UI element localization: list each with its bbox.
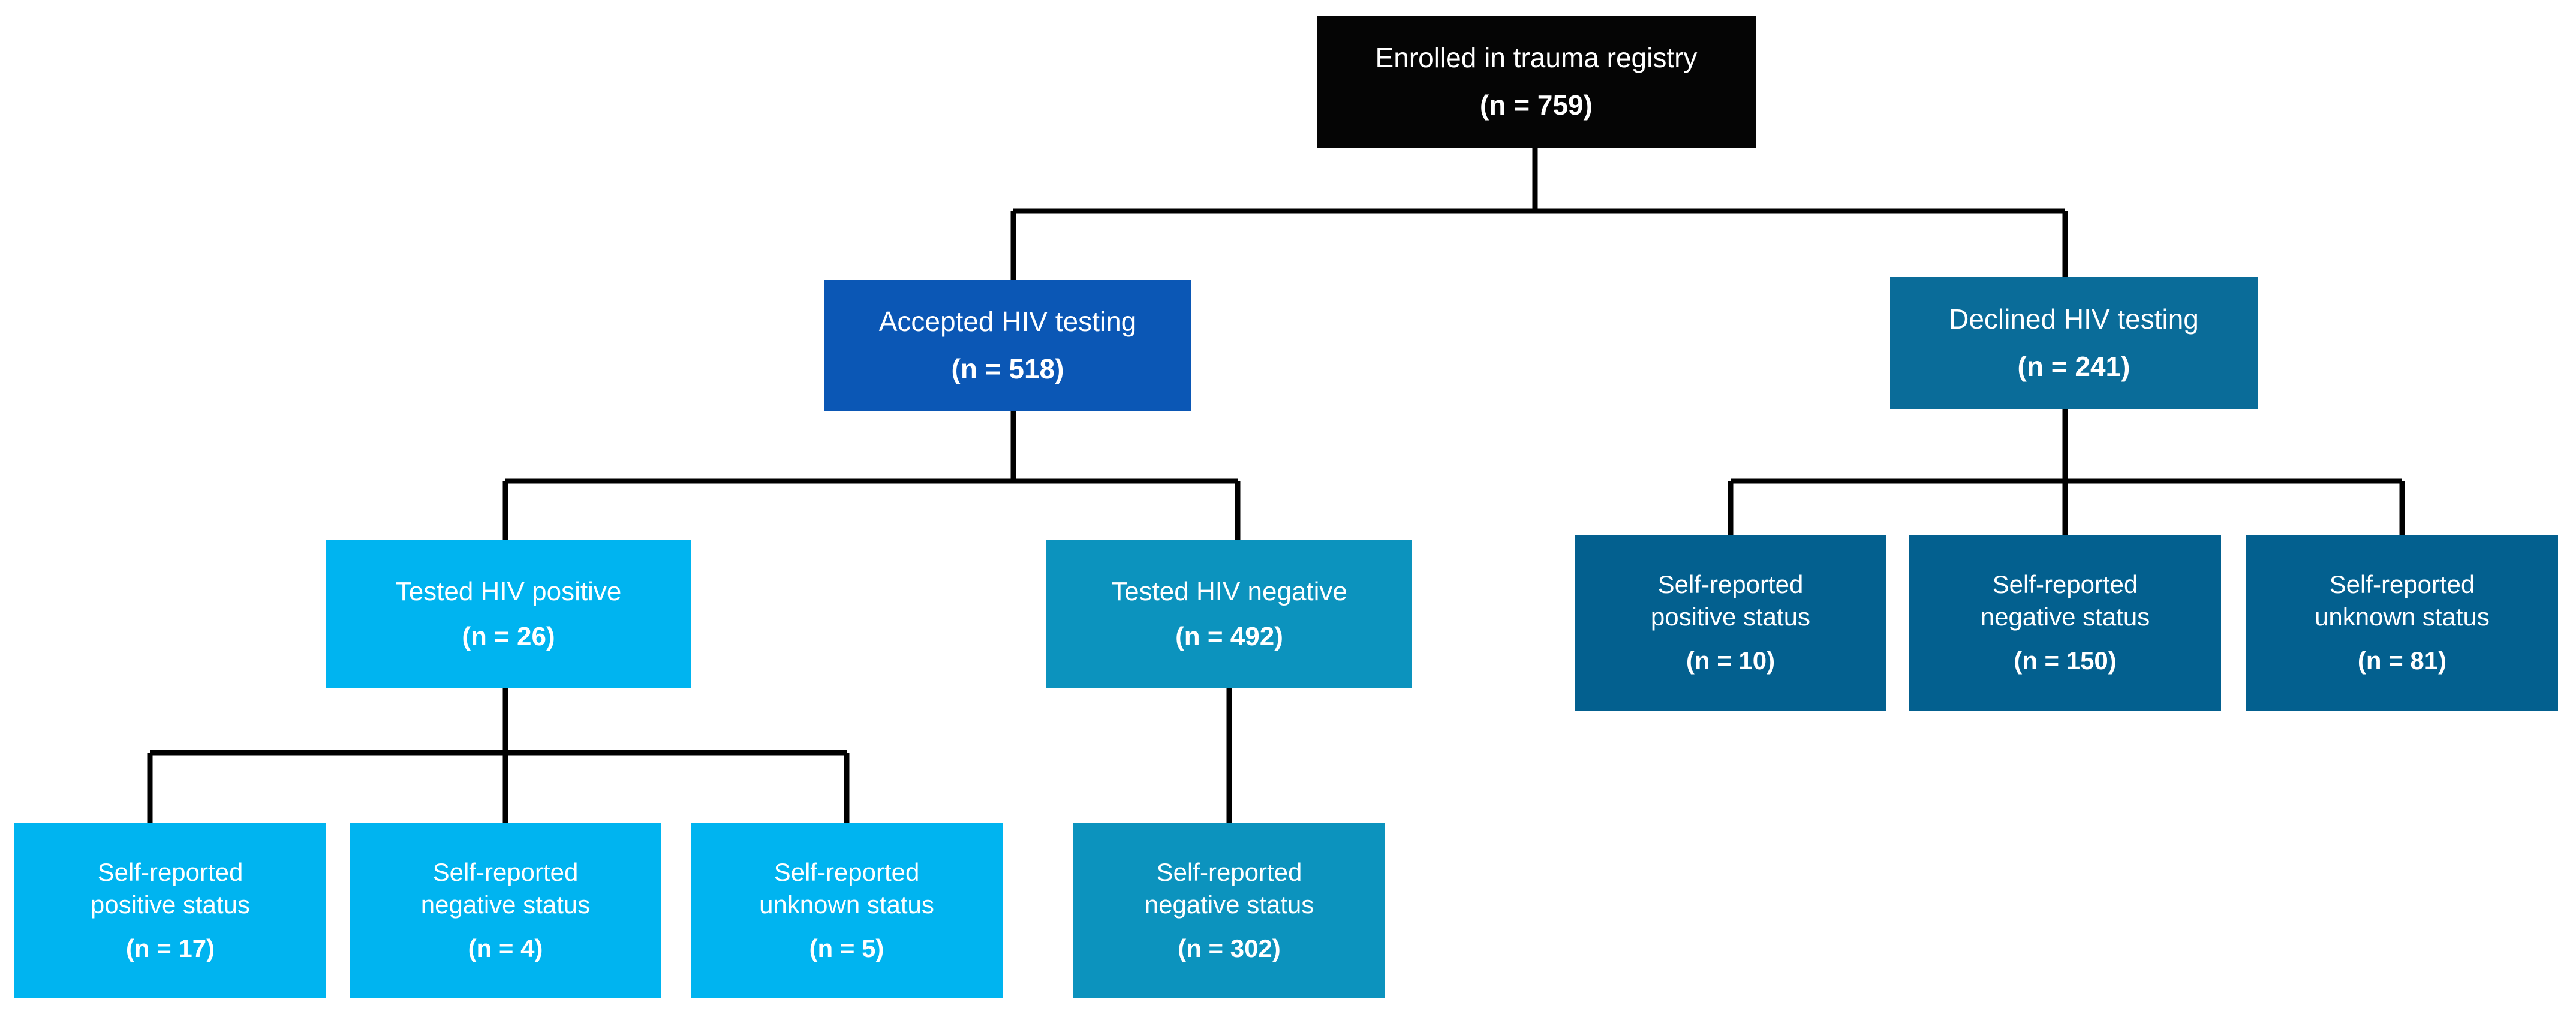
node-negative-self-negative-count: (n = 302) [1178, 934, 1281, 962]
node-declined-hiv-testing[interactable]: Declined HIV testing (n = 241) [1890, 277, 2258, 409]
node-positive-self-reported-negative[interactable]: Self-reported negative status (n = 4) [350, 823, 661, 998]
node-negative-self-reported-negative[interactable]: Self-reported negative status (n = 302) [1073, 823, 1385, 998]
node-declined-self-unknown-label: Self-reported unknown status [2315, 570, 2490, 631]
node-tested-hiv-negative[interactable]: Tested HIV negative (n = 492) [1046, 540, 1412, 688]
node-accepted-label: Accepted HIV testing [878, 306, 1137, 338]
node-positive-self-reported-unknown[interactable]: Self-reported unknown status (n = 5) [691, 823, 1003, 998]
node-tested-positive-count: (n = 26) [462, 622, 555, 652]
node-positive-self-negative-label: Self-reported negative status [420, 857, 591, 919]
node-declined-self-reported-unknown[interactable]: Self-reported unknown status (n = 81) [2246, 535, 2558, 711]
node-negative-self-negative-label: Self-reported negative status [1144, 857, 1314, 919]
node-accepted-count: (n = 518) [951, 353, 1064, 385]
node-tested-negative-label: Tested HIV negative [1111, 576, 1347, 606]
node-positive-self-negative-count: (n = 4) [468, 934, 543, 962]
node-tested-hiv-positive[interactable]: Tested HIV positive (n = 26) [326, 540, 691, 688]
node-root-label: Enrolled in trauma registry [1375, 42, 1698, 74]
node-declined-self-positive-label: Self-reported positive status [1650, 570, 1811, 631]
node-accepted-hiv-testing[interactable]: Accepted HIV testing (n = 518) [824, 280, 1191, 411]
node-declined-count: (n = 241) [2017, 350, 2130, 382]
node-positive-self-reported-positive[interactable]: Self-reported positive status (n = 17) [14, 823, 326, 998]
node-positive-self-positive-label: Self-reported positive status [90, 857, 251, 919]
node-declined-label: Declined HIV testing [1949, 303, 2199, 335]
node-declined-self-unknown-count: (n = 81) [2357, 646, 2447, 675]
node-root-count: (n = 759) [1480, 89, 1593, 121]
node-tested-negative-count: (n = 492) [1175, 622, 1283, 652]
node-positive-self-unknown-count: (n = 5) [809, 934, 884, 962]
node-positive-self-unknown-label: Self-reported unknown status [759, 857, 934, 919]
node-positive-self-positive-count: (n = 17) [125, 934, 215, 962]
node-declined-self-reported-positive[interactable]: Self-reported positive status (n = 10) [1575, 535, 1886, 711]
node-root[interactable]: Enrolled in trauma registry (n = 759) [1317, 16, 1756, 148]
node-declined-self-negative-label: Self-reported negative status [1980, 570, 2150, 631]
node-tested-positive-label: Tested HIV positive [395, 576, 622, 606]
node-declined-self-negative-count: (n = 150) [2014, 646, 2117, 675]
node-declined-self-reported-negative[interactable]: Self-reported negative status (n = 150) [1909, 535, 2221, 711]
node-declined-self-positive-count: (n = 10) [1686, 646, 1775, 675]
